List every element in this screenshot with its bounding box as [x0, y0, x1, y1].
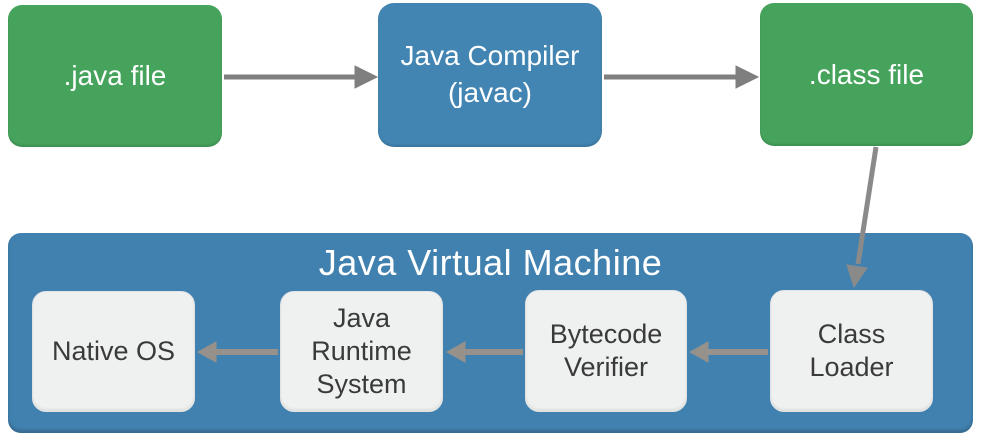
native-os-node: Native OS — [32, 291, 195, 412]
java-file-label: .java file — [63, 60, 167, 91]
java-runtime-system-node: Java Runtime System — [280, 291, 443, 412]
bytecode-verifier-label: Bytecode Verifier — [549, 319, 663, 382]
class-loader-label: Class Loader — [809, 319, 894, 382]
java-runtime-system-label: Java Runtime System — [311, 303, 412, 399]
java-file-node: .java file — [8, 5, 222, 147]
native-os-label: Native OS — [51, 336, 176, 367]
jvm-title: Java Virtual Machine — [318, 242, 663, 283]
bytecode-verifier-node: Bytecode Verifier — [525, 290, 687, 412]
arrow-compiler-to-class-file-icon — [604, 65, 760, 89]
class-file-label: .class file — [808, 58, 925, 90]
java-compiler-label-line1: Java Compiler — [400, 40, 580, 72]
arrow-java-file-to-compiler-icon — [224, 65, 379, 89]
class-loader-node: Class Loader — [770, 290, 933, 412]
class-file-node: .class file — [760, 3, 973, 146]
java-compiler-node: Java Compiler (javac) — [378, 3, 602, 147]
java-compiler-label-line2: (javac) — [447, 77, 532, 108]
